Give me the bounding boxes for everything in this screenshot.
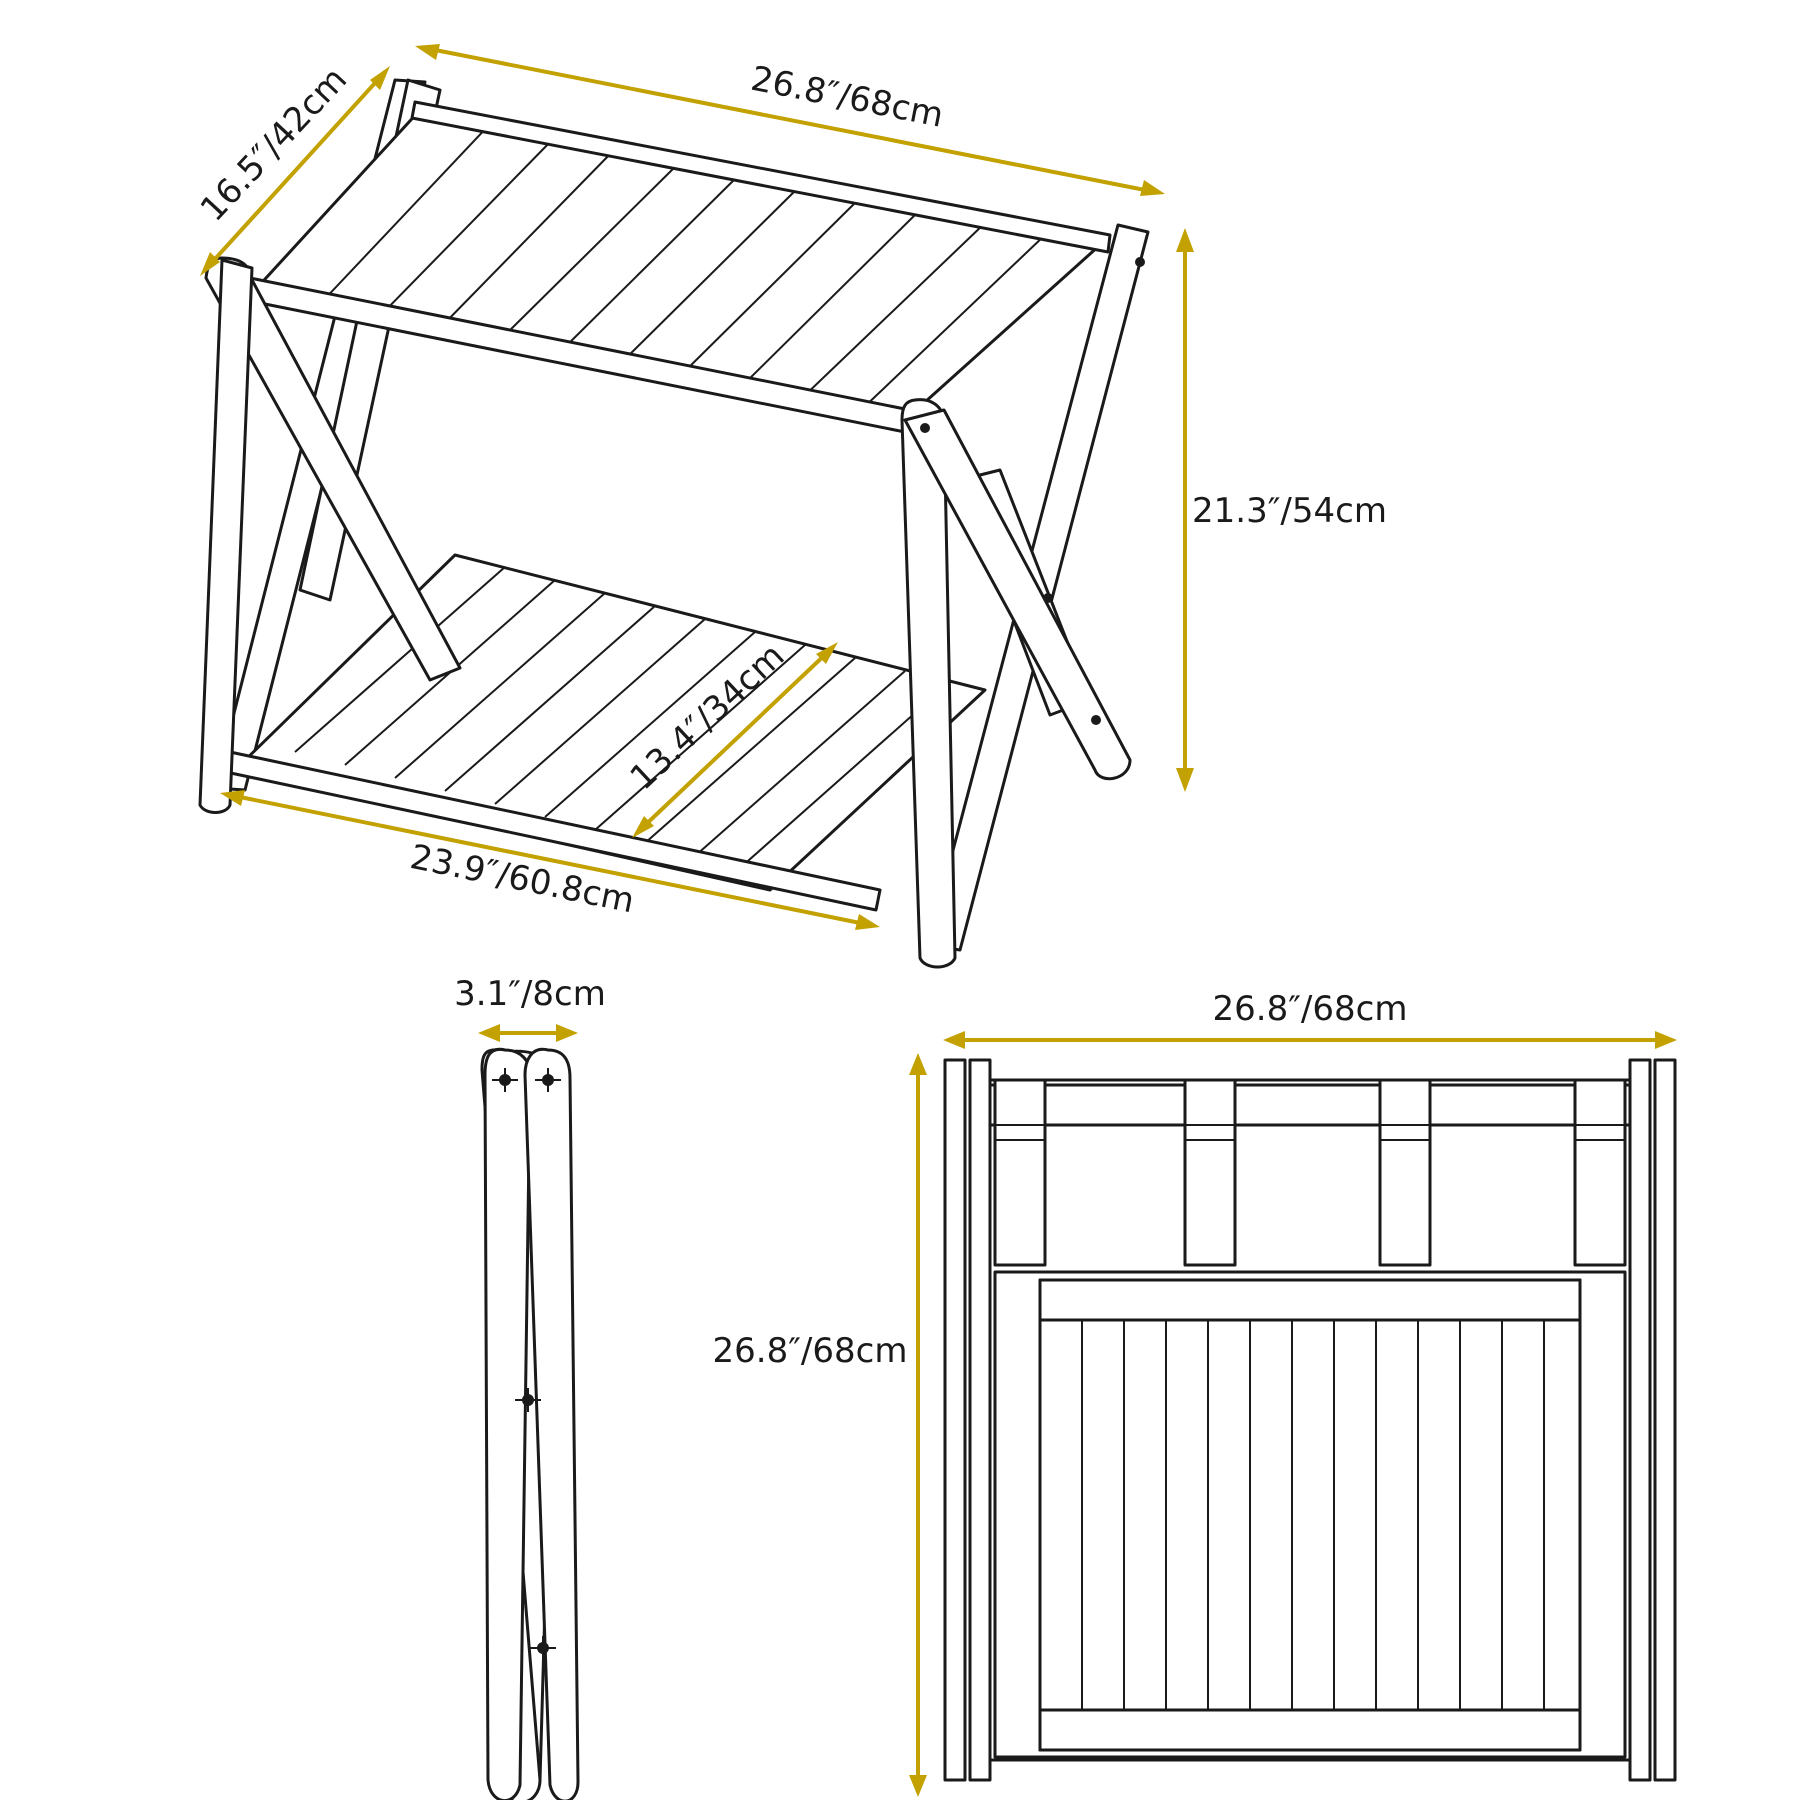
isometric-rack-view [198, 78, 1150, 969]
top-view-strap [1573, 1078, 1627, 1267]
iso-dim-depth [200, 66, 390, 276]
label-top-view-length: 26.8″/68cm [1213, 989, 1408, 1029]
folded-leg-left [483, 1047, 532, 1800]
top-view-dim-length [943, 1031, 1677, 1049]
top-view-rail-back [988, 1083, 1632, 1127]
label-top-view-width: 26.8″/68cm [713, 1331, 908, 1371]
iso-dim-shelf-depth [632, 642, 838, 838]
top-view-slats [1081, 1320, 1545, 1710]
top-view-strap [993, 1078, 1047, 1267]
top-view-shelf-rail-front [1038, 1708, 1582, 1752]
iso-dim-bottom-length [220, 790, 880, 930]
top-view [943, 1058, 1677, 1782]
label-iso-height: 21.3″/54cm [1192, 491, 1387, 531]
top-back-rail [410, 100, 1112, 254]
top-view-strap [1183, 1078, 1237, 1267]
top-view-leg-right-inner [1628, 1058, 1652, 1782]
folded-leg-right [523, 1047, 580, 1800]
pivot-hole [1043, 593, 1053, 603]
top-view-dim-width [909, 1053, 927, 1797]
front-right-cross [903, 408, 1132, 781]
label-iso-depth: 16.5″/42cm [193, 60, 355, 230]
front-left-upright [198, 258, 254, 814]
pivot-hole [920, 423, 930, 433]
top-view-leg-left-inner [968, 1058, 992, 1782]
top-view-strap [1378, 1078, 1432, 1267]
label-folded-width: 3.1″/8cm [454, 974, 606, 1014]
front-right-leg [900, 398, 957, 969]
top-view-shelf-inner [1038, 1278, 1582, 1752]
top-strap-dividers [319, 123, 1046, 412]
top-view-leg-right-outer [1653, 1058, 1677, 1782]
top-view-shelf-rail-back [1038, 1278, 1582, 1322]
folded-dim-width [478, 1024, 578, 1042]
iso-dim-height [1176, 228, 1194, 792]
folded-leg-view [480, 1047, 580, 1800]
pivot-hole [1091, 715, 1101, 725]
lower-shelf-slats [294, 566, 951, 869]
top-view-leg-left-outer [943, 1058, 967, 1782]
iso-dim-top-length [415, 44, 1165, 196]
pivot-hole [1135, 257, 1145, 267]
label-iso-top-length: 26.8″/68cm [748, 59, 947, 136]
